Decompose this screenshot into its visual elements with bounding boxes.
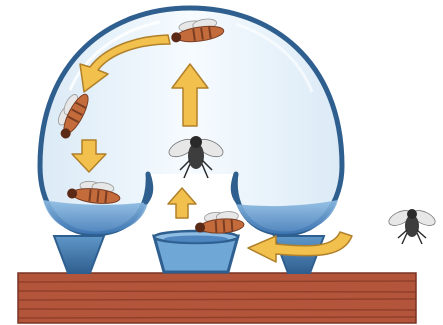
bait-dish-icon xyxy=(154,231,238,272)
wooden-table-icon xyxy=(18,273,416,323)
arrow-icon xyxy=(168,188,196,218)
wasp-icon xyxy=(194,210,244,234)
fly-icon xyxy=(387,207,438,244)
